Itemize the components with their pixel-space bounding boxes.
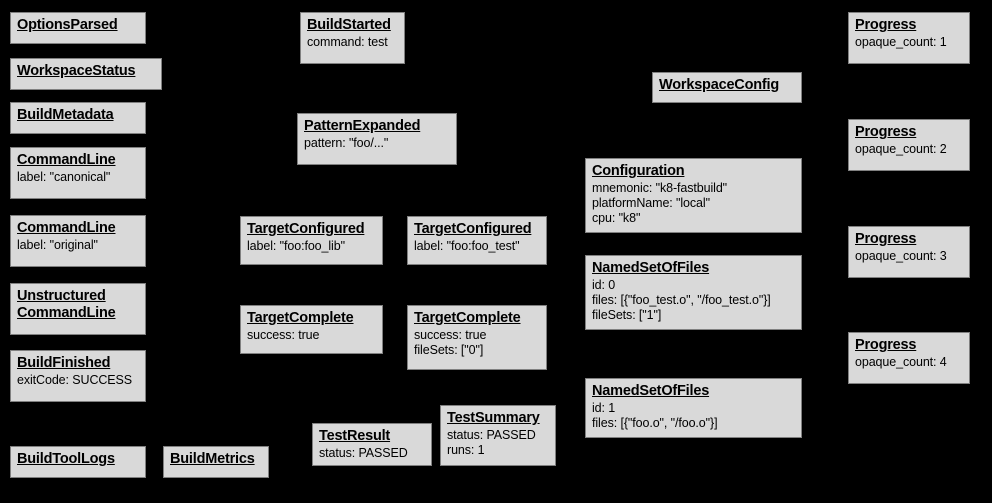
node-progress-3[interactable]: Progress opaque_count: 3 [848,226,970,278]
node-pattern-expanded[interactable]: PatternExpanded pattern: "foo/..." [297,113,457,165]
node-title: NamedSetOfFiles [592,383,710,399]
node-title: WorkspaceStatus [17,63,136,79]
node-title: TargetComplete [247,310,354,326]
node-title: BuildToolLogs [17,451,115,467]
node-field: opaque_count: 4 [855,355,947,370]
node-target-complete-foo-lib[interactable]: TargetComplete success: true [240,305,383,354]
node-progress-2[interactable]: Progress opaque_count: 2 [848,119,970,171]
node-title: Progress [855,337,917,353]
node-title: Progress [855,231,917,247]
node-field: success: true [247,328,320,343]
node-build-metadata[interactable]: BuildMetadata [10,102,146,134]
node-field: files: [{"foo_test.o", "/foo_test.o"}] [592,292,771,307]
node-field: status: PASSED [447,428,536,443]
node-title: OptionsParsed [17,17,118,33]
node-target-configured-foo-test[interactable]: TargetConfigured label: "foo:foo_test" [407,216,547,265]
node-command-line-original[interactable]: CommandLine label: "original" [10,215,146,267]
node-field: command: test [307,35,388,50]
node-command-line-canonical[interactable]: CommandLine label: "canonical" [10,147,146,199]
node-title: TargetConfigured [247,221,365,237]
node-field: opaque_count: 1 [855,35,947,50]
node-field: fileSets: ["0"] [414,342,484,357]
node-title: BuildMetrics [170,451,255,467]
node-title: TargetConfigured [414,221,532,237]
node-build-started[interactable]: BuildStarted command: test [300,12,405,64]
node-target-configured-foo-lib[interactable]: TargetConfigured label: "foo:foo_lib" [240,216,383,265]
node-title: Progress [855,124,917,140]
node-field: label: "original" [17,238,98,253]
node-field: cpu: "k8" [592,210,641,225]
node-title: TargetComplete [414,310,521,326]
node-title: CommandLine [17,220,116,236]
node-title: TestSummary [447,410,540,426]
node-field: label: "foo:foo_test" [414,239,520,254]
node-title: BuildFinished [17,355,111,371]
node-field: fileSets: ["1"] [592,307,662,322]
node-unstructured-command-line[interactable]: Unstructured CommandLine [10,283,146,335]
node-field: success: true [414,328,487,343]
node-title: CommandLine [17,152,116,168]
node-field: id: 1 [592,401,616,416]
node-title: WorkspaceConfig [659,77,780,93]
node-build-finished[interactable]: BuildFinished exitCode: SUCCESS [10,350,146,402]
node-field: label: "foo:foo_lib" [247,239,345,254]
node-build-metrics[interactable]: BuildMetrics [163,446,269,478]
node-title: Unstructured CommandLine [17,288,116,322]
node-progress-1[interactable]: Progress opaque_count: 1 [848,12,970,64]
node-title: TestResult [319,428,391,444]
node-field: id: 0 [592,278,616,293]
node-field: opaque_count: 2 [855,142,947,157]
node-progress-4[interactable]: Progress opaque_count: 4 [848,332,970,384]
node-field: files: [{"foo.o", "/foo.o"}] [592,415,718,430]
node-title: NamedSetOfFiles [592,260,710,276]
node-configuration[interactable]: Configuration mnemonic: "k8-fastbuild"pla… [585,158,802,233]
node-title: Configuration [592,163,685,179]
node-title: PatternExpanded [304,118,421,134]
node-field: pattern: "foo/..." [304,136,389,151]
node-options-parsed[interactable]: OptionsParsed [10,12,146,44]
node-field: runs: 1 [447,442,485,457]
node-field: exitCode: SUCCESS [17,373,133,388]
node-workspace-config[interactable]: WorkspaceConfig [652,72,802,103]
node-field: mnemonic: "k8-fastbuild" [592,181,728,196]
node-title: Progress [855,17,917,33]
node-field: opaque_count: 3 [855,249,947,264]
node-workspace-status[interactable]: WorkspaceStatus [10,58,162,90]
node-field: label: "canonical" [17,170,111,185]
node-title: BuildMetadata [17,107,114,123]
node-title: BuildStarted [307,17,391,33]
node-test-result[interactable]: TestResult status: PASSED [312,423,432,466]
node-field: platformName: "local" [592,195,710,210]
node-build-tool-logs[interactable]: BuildToolLogs [10,446,146,478]
node-field: status: PASSED [319,446,408,461]
